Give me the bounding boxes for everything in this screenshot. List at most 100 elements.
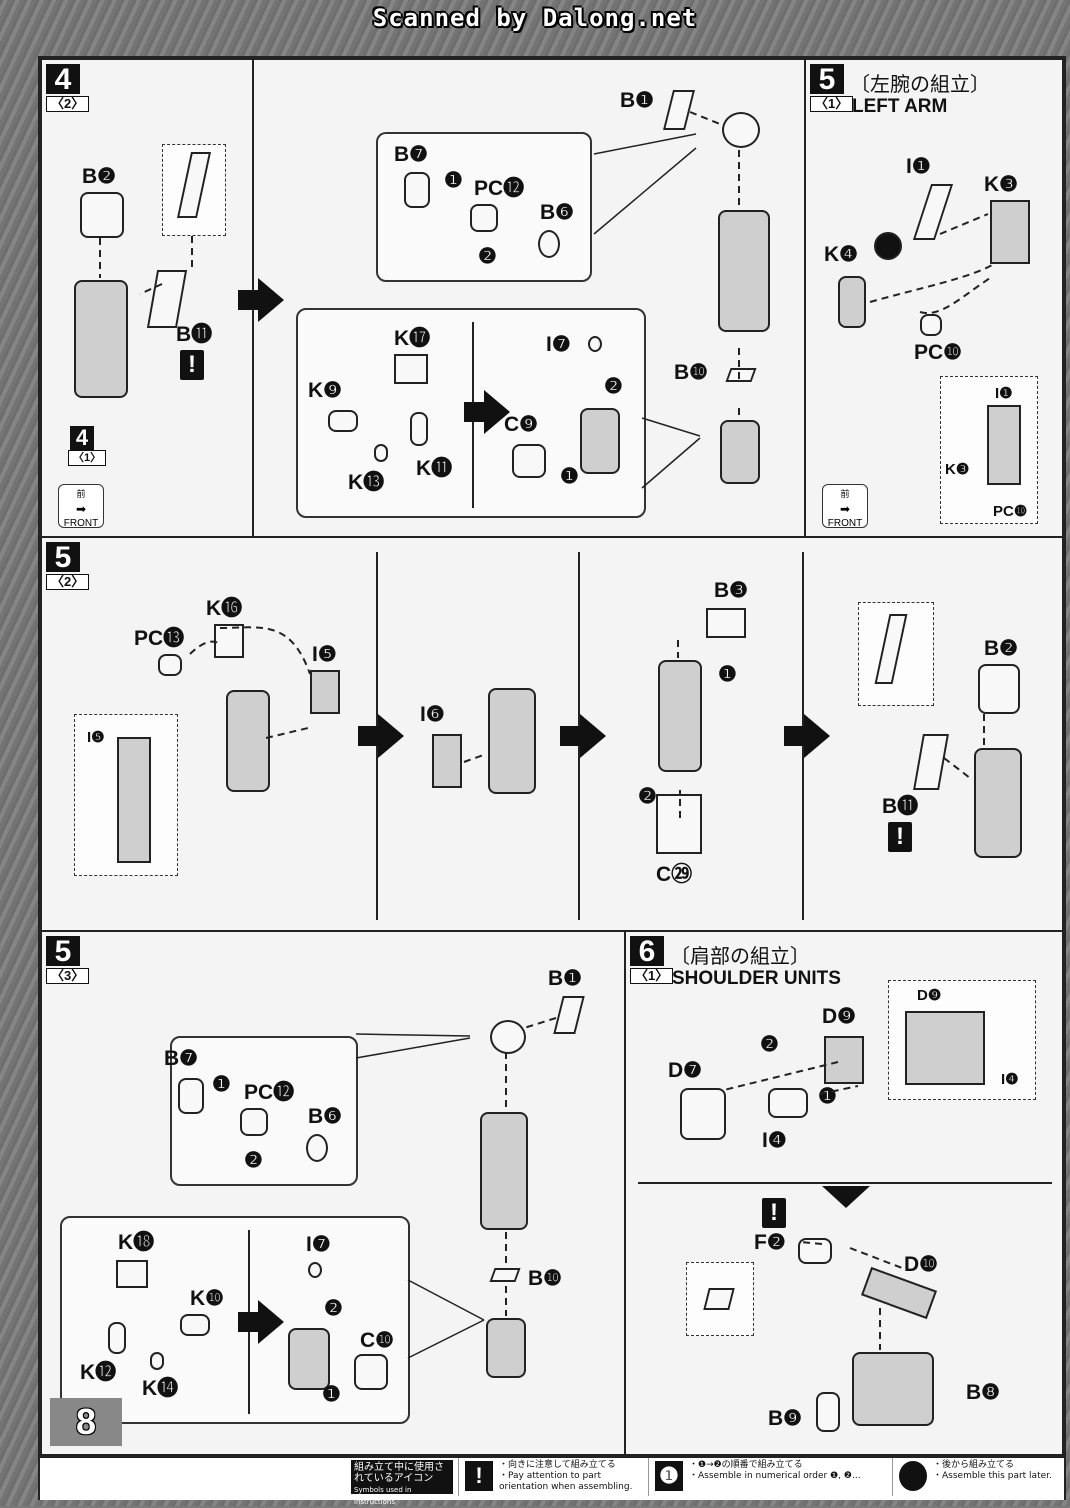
part-pc12 <box>470 204 498 232</box>
order-1-icon: ❶ <box>655 1461 683 1491</box>
instruction-page: 4 〈2〉 B❷ B⓫ ! 4 〈1〉 前 ➡ FRONT B❼ ❶ PC⓬ B… <box>38 56 1066 1506</box>
part-b3 <box>706 608 746 638</box>
part-label: K⓭ <box>348 471 385 494</box>
part-i5-detail <box>117 737 151 863</box>
part-forearm <box>718 210 770 332</box>
part-forearm <box>480 1112 528 1230</box>
part-k12 <box>108 1322 126 1354</box>
detail-inset: B❼ ❶ PC⓬ B❻ ❷ <box>164 1036 358 1186</box>
step-title-jp: 〔肩部の組立〕 <box>670 944 810 968</box>
part-label: K⓫ <box>416 457 453 480</box>
part-label: I❻ <box>420 703 445 726</box>
part-label: PC⓭ <box>134 627 185 650</box>
step-5-3-panel: 5 〈3〉 B❶ B❿ B❼ ❶ PC⓬ B❻ ❷ K⓲ K❿ K⓬ K⓮ <box>40 930 626 1456</box>
order-1-icon: ❶ <box>444 169 463 192</box>
part-label: B❻ <box>540 201 574 224</box>
legend-title: 組み立て中に使用されているアイコン Symbols used in instru… <box>351 1460 453 1506</box>
part-d7 <box>680 1088 726 1140</box>
part-i5 <box>310 670 340 714</box>
part-label: B❷ <box>82 165 116 188</box>
detail-box: I❺ <box>74 714 178 876</box>
flow-arrow-icon <box>822 1186 870 1208</box>
part-assembled <box>905 1011 985 1085</box>
part-label: K❸ <box>945 461 970 478</box>
part-label: I❼ <box>546 333 571 356</box>
part-label: C❾ <box>504 413 538 436</box>
part-label: B❻ <box>308 1105 342 1128</box>
order-1-icon: ❶ <box>212 1073 231 1096</box>
part-hand-core <box>288 1328 330 1390</box>
step-6-1-panel: 6 〈1〉 〔肩部の組立〕 SHOULDER UNITS D❾ I❹ D❾ ❷ … <box>624 930 1064 1456</box>
part-label: F❷ <box>754 1231 786 1254</box>
legend-item-order: ❶ ・❶→❷の順番で組み立てる ・Assemble in numerical o… <box>648 1458 861 1496</box>
step-5-2-panel: 5 〈2〉 K⓰ PC⓭ I❺ I❺ I❻ B❸ ❶ ❷ C㉙ B❷ <box>40 536 1064 932</box>
step-sub: 〈2〉 <box>46 574 90 590</box>
part-label: B❶ <box>548 967 582 990</box>
legend-text-en: ・Assemble in numerical order ❶, ❷... <box>689 1471 861 1481</box>
flow-arrow-icon <box>238 278 284 322</box>
sub-ref: 〈1〉 <box>68 450 107 466</box>
part-label: K⓲ <box>118 1231 155 1254</box>
part-d9 <box>824 1036 864 1084</box>
step-number: 5 <box>46 936 80 968</box>
order-2-icon: ❷ <box>604 375 623 398</box>
part-label: B❼ <box>394 143 428 166</box>
part-label: B❿ <box>528 1267 562 1290</box>
part-k10 <box>180 1314 210 1336</box>
flow-arrow-icon <box>358 714 404 758</box>
arrow-icon: ➡ <box>75 502 87 516</box>
part-k14 <box>150 1352 164 1370</box>
legend-text-jp: ・向きに注意して組み立てる <box>499 1460 616 1470</box>
part-label: D❼ <box>668 1059 702 1082</box>
part-k11 <box>410 412 428 446</box>
part-i4 <box>768 1088 808 1118</box>
order-1-icon: ❶ <box>560 465 579 488</box>
sub-ref-number: 4 <box>70 426 94 450</box>
part-label: B❼ <box>164 1047 198 1070</box>
part-label: B⓫ <box>882 795 919 818</box>
part-b7 <box>404 172 430 208</box>
step-number: 5 <box>46 542 80 574</box>
detail-box: D❾ I❹ <box>888 980 1036 1100</box>
step-title-jp: 〔左腕の組立〕 <box>850 72 990 96</box>
part-elbow-joint <box>490 1020 526 1054</box>
part-label: B❷ <box>984 637 1018 660</box>
step-title-en: LEFT ARM <box>852 96 948 117</box>
front-badge-jp: 前 <box>76 489 86 499</box>
part-c9 <box>512 444 546 478</box>
detail-inset: K⓱ K❾ K⓭ K⓫ I❼ ❷ C❾ ❶ <box>296 308 646 518</box>
part-i7 <box>588 336 602 352</box>
front-badge-en: FRONT <box>827 518 863 529</box>
part-b2 <box>978 664 1020 714</box>
warning-icon: ! <box>465 1461 493 1491</box>
part-label: K❾ <box>308 379 342 402</box>
detail-box: I❶ K❸ PC❿ <box>940 376 1038 524</box>
flow-arrow-icon <box>238 1300 284 1344</box>
part-label: K❸ <box>984 173 1018 196</box>
front-badge: 前 ➡ FRONT <box>58 484 104 529</box>
part-label: B❶ <box>620 89 654 112</box>
step-sub: 〈1〉 <box>630 968 674 984</box>
part-label: K❹ <box>824 243 858 266</box>
warning-icon: ! <box>762 1198 786 1228</box>
part-label: K❿ <box>190 1287 224 1310</box>
detail-inset: K⓲ K❿ K⓬ K⓮ I❼ ❷ C❿ ❶ <box>60 1216 410 1424</box>
part-label: PC❿ <box>993 503 1028 520</box>
front-badge: 前 ➡ FRONT <box>822 484 868 529</box>
part-label: I❹ <box>762 1129 787 1152</box>
order-2-icon: ❷ <box>324 1297 343 1320</box>
part-upper-arm <box>658 660 702 772</box>
legend-text-en: ・Pay attention to part orientation when … <box>499 1471 633 1492</box>
part-label: D❾ <box>917 987 942 1004</box>
part-label: B❸ <box>714 579 748 602</box>
assemble-later-icon <box>899 1461 927 1491</box>
legend-title-jp: 組み立て中に使用されているアイコン <box>354 1462 444 1484</box>
part-label: I❺ <box>87 729 105 746</box>
step-sub: 〈3〉 <box>46 968 90 984</box>
assembly-lines <box>99 111 995 1359</box>
part-shoulder <box>852 1352 934 1426</box>
part-label: B⓫ <box>176 323 213 346</box>
divider <box>638 1182 1052 1184</box>
part-label: C❿ <box>360 1329 394 1352</box>
part-b7 <box>178 1078 204 1114</box>
